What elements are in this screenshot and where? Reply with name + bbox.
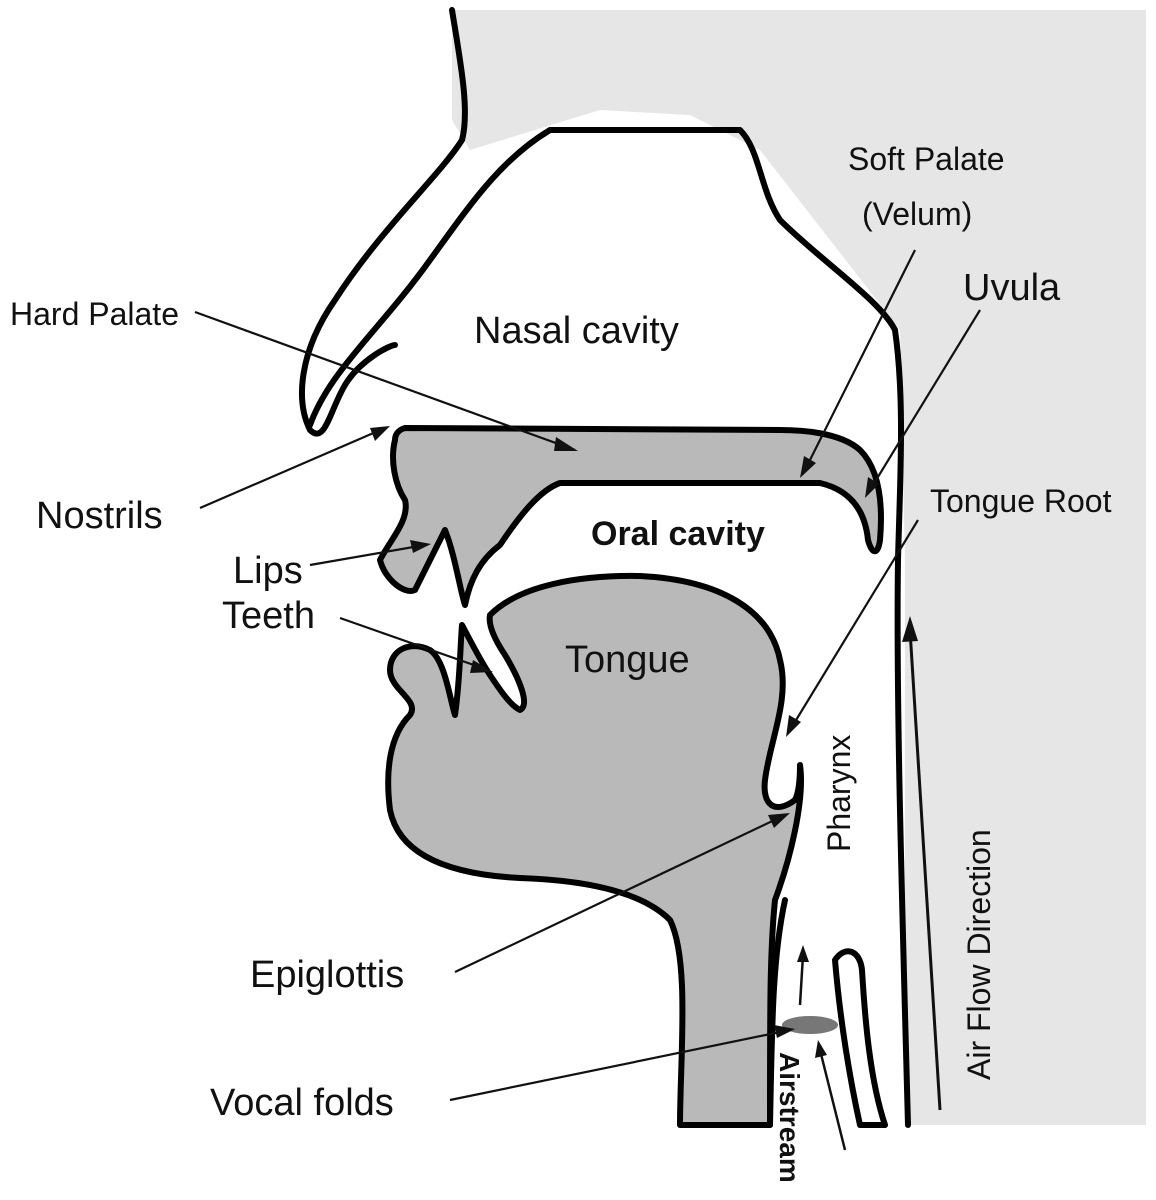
label-teeth: Teeth — [222, 595, 315, 637]
label-soft-palate-1: Soft Palate — [848, 141, 1005, 177]
label-uvula: Uvula — [963, 267, 1061, 309]
label-air-flow-direction: Air Flow Direction — [961, 829, 997, 1080]
label-nasal-cavity: Nasal cavity — [474, 310, 679, 352]
label-oral-cavity: Oral cavity — [591, 515, 765, 553]
label-nostrils: Nostrils — [36, 495, 163, 537]
airstream-arrowhead-2 — [815, 1040, 827, 1058]
label-pharynx: Pharynx — [821, 735, 857, 852]
airstream-arrowhead-1 — [797, 945, 809, 962]
leader-nostrils — [200, 428, 385, 508]
leader-nostrils-head — [370, 426, 390, 441]
label-airstream: Airstream — [774, 1052, 805, 1183]
label-vocal-folds: Vocal folds — [210, 1082, 394, 1124]
airstream-arrow-2 — [820, 1050, 845, 1150]
airstream-arrow-1 — [800, 955, 803, 1005]
label-hard-palate: Hard Palate — [10, 296, 179, 332]
label-tongue-root: Tongue Root — [930, 483, 1112, 519]
esophagus-divider — [835, 951, 885, 1125]
leader-tongue-root-head — [786, 715, 801, 737]
label-tongue: Tongue — [565, 639, 690, 681]
vocal-folds-mark — [782, 1016, 838, 1034]
label-soft-palate-2: (Velum) — [862, 196, 972, 232]
label-lips: Lips — [233, 550, 303, 592]
nasal-cavity-shape — [302, 10, 465, 434]
label-epiglottis: Epiglottis — [250, 954, 404, 996]
